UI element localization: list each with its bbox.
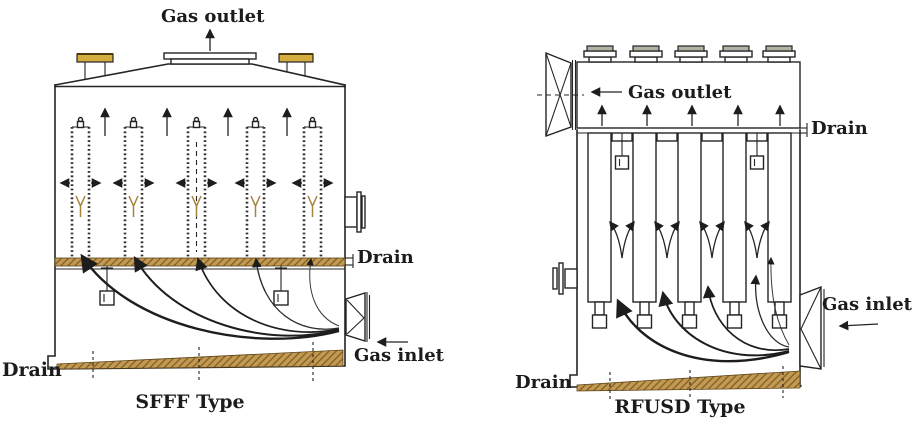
sfff-clean-gas-arrows bbox=[100, 107, 292, 136]
rfusd-diagram bbox=[537, 45, 879, 402]
sfff-diagram bbox=[47, 28, 408, 381]
sfff-gas-outlet-label: Gas outlet bbox=[161, 6, 265, 27]
rfusd-caption: RFUSD Type bbox=[614, 396, 746, 418]
rfusd-filter-element-3 bbox=[677, 132, 702, 329]
rfusd-gas-inlet-arrow bbox=[838, 320, 879, 331]
rfusd-gas-inlet-label: Gas inlet bbox=[822, 294, 912, 315]
rfusd-dust-layer bbox=[576, 366, 801, 402]
sfff-roof-flange-left bbox=[76, 53, 114, 79]
rfusd-top-caps bbox=[583, 45, 796, 63]
rfusd-filter-element-5 bbox=[767, 132, 792, 329]
sfff-filter-bag-1 bbox=[59, 116, 102, 262]
rfusd-hanging-weight-2 bbox=[749, 133, 765, 170]
sfff-gas-inlet-label: Gas inlet bbox=[354, 345, 444, 366]
rfusd-gas-outlet-label: Gas outlet bbox=[628, 82, 732, 103]
rfusd-drain-top-label: Drain bbox=[811, 118, 868, 139]
sfff-caption: SFFF Type bbox=[135, 391, 245, 413]
rfusd-filter-element-4 bbox=[722, 132, 747, 329]
top-cap bbox=[762, 45, 796, 63]
rfusd-clean-gas-arrows bbox=[597, 104, 785, 126]
sfff-roof-flange-right bbox=[278, 53, 314, 76]
sfff-filter-bag-3 bbox=[175, 116, 218, 262]
sfff-drain-bottom-label: Drain bbox=[2, 359, 62, 381]
sfff-hanging-weight-2 bbox=[273, 266, 289, 306]
sfff-filter-bag-4 bbox=[234, 116, 277, 262]
top-cap bbox=[629, 45, 663, 63]
sfff-dust-layer bbox=[56, 342, 344, 381]
rfusd-gas-outlet-nozzle bbox=[537, 51, 622, 137]
rfusd-drain-bottom-label: Drain bbox=[515, 372, 572, 393]
top-cap bbox=[719, 45, 753, 63]
rfusd-hanging-weight-1 bbox=[614, 133, 630, 170]
rfusd-side-nozzle bbox=[552, 262, 578, 295]
sfff-hanging-weight-1 bbox=[99, 266, 115, 306]
sfff-filter-bag-2 bbox=[112, 116, 155, 262]
sfff-gas-inlet-nozzle bbox=[345, 292, 408, 347]
rfusd-fountain-arrows bbox=[609, 220, 770, 259]
rfusd-filter-element-1 bbox=[587, 132, 612, 329]
rfusd-flow-curves bbox=[616, 256, 790, 363]
sfff-gas-outlet-nozzle bbox=[163, 28, 257, 65]
sfff-flow-curves bbox=[80, 253, 340, 340]
sfff-filter-bag-5 bbox=[291, 116, 334, 262]
sfff-drain-mid-label: Drain bbox=[357, 247, 414, 268]
sfff-side-nozzle bbox=[344, 191, 366, 233]
rfusd-filter-element-2 bbox=[632, 132, 657, 329]
rfusd-gas-inlet-nozzle bbox=[799, 285, 879, 370]
top-cap bbox=[583, 45, 617, 63]
top-cap bbox=[674, 45, 708, 63]
